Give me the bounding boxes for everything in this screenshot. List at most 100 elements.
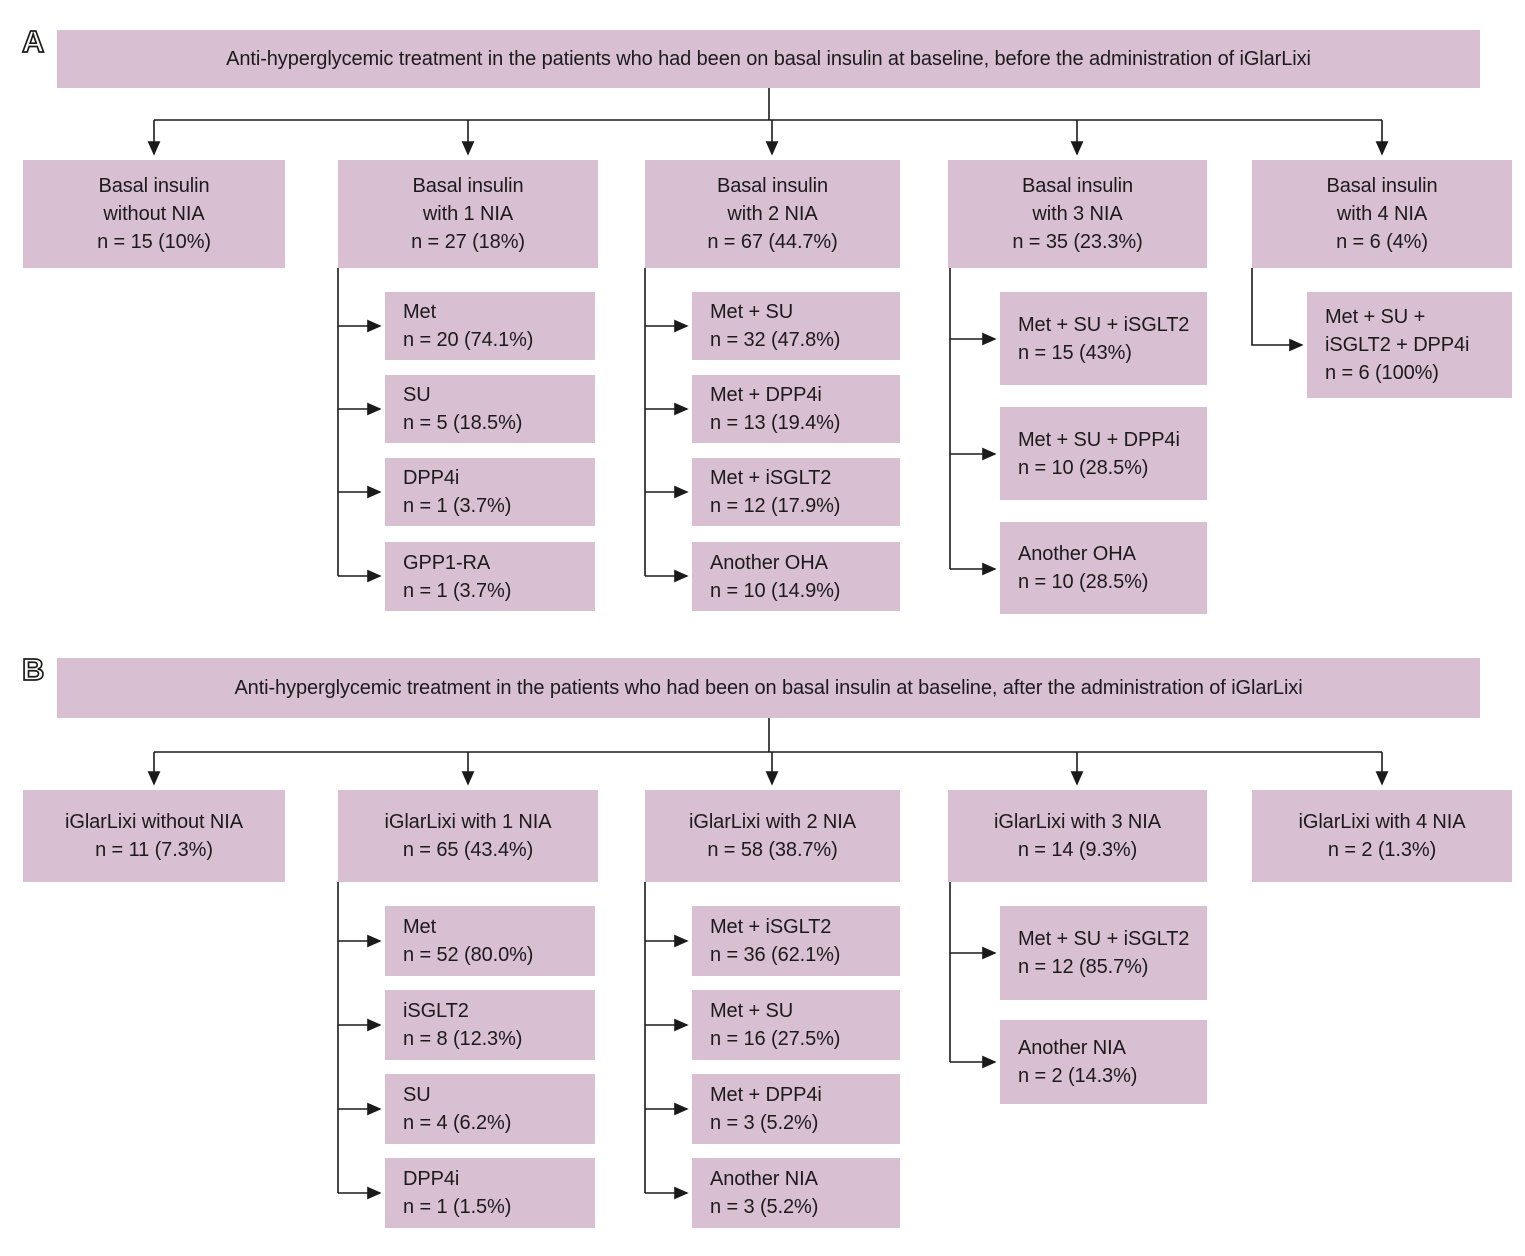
box-line: iGlarLixi with 3 NIA bbox=[994, 811, 1161, 833]
a-child-another-oha-2: Another OHA n = 10 (28.5%) bbox=[1000, 522, 1207, 614]
box-line: iGlarLixi without NIA bbox=[65, 811, 243, 833]
box-line: Met + SU + iSGLT2 bbox=[1018, 928, 1190, 950]
box-line: Basal insulin bbox=[98, 175, 210, 197]
box-line: n = 4 (6.2%) bbox=[403, 1112, 512, 1134]
b-child-met-dpp4i: Met + DPP4i n = 3 (5.2%) bbox=[692, 1074, 900, 1144]
a-child-met-su: Met + SU n = 32 (47.8%) bbox=[692, 292, 900, 360]
panel-a-title: Anti-hyperglycemic treatment in the pati… bbox=[226, 48, 1311, 70]
b-child-met: Met n = 52 (80.0%) bbox=[385, 906, 595, 976]
box-line: SU bbox=[403, 384, 431, 406]
a-child-met-su-isglt2-dpp4i: Met + SU + iSGLT2 + DPP4i n = 6 (100%) bbox=[1307, 292, 1512, 398]
box-line: without NIA bbox=[103, 203, 205, 225]
box-line: n = 3 (5.2%) bbox=[710, 1112, 819, 1134]
a-child-gpp1-ra: GPP1-RA n = 1 (3.7%) bbox=[385, 542, 595, 611]
box-line: Met + DPP4i bbox=[710, 1084, 822, 1106]
box-line: n = 2 (14.3%) bbox=[1018, 1065, 1138, 1087]
box-line: n = 16 (27.5%) bbox=[710, 1028, 841, 1050]
panel-b-title-box: Anti-hyperglycemic treatment in the pati… bbox=[57, 658, 1480, 718]
panel-a-title-box: Anti-hyperglycemic treatment in the pati… bbox=[57, 30, 1480, 88]
box-line: n = 11 (7.3%) bbox=[95, 839, 213, 861]
b-child-met-su: Met + SU n = 16 (27.5%) bbox=[692, 990, 900, 1060]
a-child-met-su-dpp4i: Met + SU + DPP4i n = 10 (28.5%) bbox=[1000, 407, 1207, 500]
b-child-another-nia-2: Another NIA n = 2 (14.3%) bbox=[1000, 1020, 1207, 1104]
box-line: n = 6 (100%) bbox=[1325, 362, 1439, 384]
box-line: Another OHA bbox=[1018, 543, 1136, 565]
b-child-su: SU n = 4 (6.2%) bbox=[385, 1074, 595, 1144]
box-line: SU bbox=[403, 1084, 431, 1106]
a-root-3-nia: Basal insulin with 3 NIA n = 35 (23.3%) bbox=[948, 160, 1207, 268]
box-line: n = 3 (5.2%) bbox=[710, 1196, 819, 1218]
a-child-met-isglt2: Met + iSGLT2 n = 12 (17.9%) bbox=[692, 458, 900, 526]
a-child-another-oha-1: Another OHA n = 10 (14.9%) bbox=[692, 542, 900, 611]
box-line: n = 32 (47.8%) bbox=[710, 329, 841, 351]
box-line: with 3 NIA bbox=[1032, 203, 1123, 225]
a-child-met: Met n = 20 (74.1%) bbox=[385, 292, 595, 360]
box-line: n = 36 (62.1%) bbox=[710, 944, 841, 966]
box-line: n = 35 (23.3%) bbox=[1012, 231, 1143, 253]
a-child-su: SU n = 5 (18.5%) bbox=[385, 375, 595, 443]
box-line: n = 12 (85.7%) bbox=[1018, 956, 1149, 978]
a-root-without-nia: Basal insulin without NIA n = 15 (10%) bbox=[23, 160, 285, 268]
box-line: Met + SU bbox=[710, 301, 794, 323]
box-line: GPP1-RA bbox=[403, 551, 491, 574]
box-line: Met + iSGLT2 bbox=[710, 916, 832, 938]
box-line: iSGLT2 bbox=[403, 1000, 469, 1022]
box-line: Met bbox=[403, 301, 437, 323]
b-root-2-nia: iGlarLixi with 2 NIA n = 58 (38.7%) bbox=[645, 790, 900, 882]
box-line: Another NIA bbox=[710, 1168, 818, 1190]
panel-b-title: Anti-hyperglycemic treatment in the pati… bbox=[234, 677, 1303, 699]
a-root-4-nia: Basal insulin with 4 NIA n = 6 (4%) bbox=[1252, 160, 1512, 268]
box-line: n = 65 (43.4%) bbox=[402, 839, 534, 861]
box-line: DPP4i bbox=[403, 1168, 460, 1190]
box-line: n = 12 (17.9%) bbox=[710, 495, 841, 517]
a-child-met-dpp4i: Met + DPP4i n = 13 (19.4%) bbox=[692, 375, 900, 443]
b-root-without-nia: iGlarLixi without NIA n = 11 (7.3%) bbox=[23, 790, 285, 882]
box-line: n = 13 (19.4%) bbox=[710, 412, 841, 434]
box-line: iGlarLixi with 2 NIA bbox=[689, 811, 856, 833]
box-line: Met + iSGLT2 bbox=[710, 467, 832, 489]
box-line: n = 10 (28.5%) bbox=[1018, 456, 1149, 479]
box-line: n = 15 (10%) bbox=[97, 231, 211, 253]
a-child-dpp4i: DPP4i n = 1 (3.7%) bbox=[385, 458, 595, 526]
panel-b-connectors bbox=[147, 718, 1389, 1200]
a-root-2-nia: Basal insulin with 2 NIA n = 67 (44.7%) bbox=[645, 160, 900, 268]
box-line: Met + DPP4i bbox=[710, 384, 822, 406]
box-line: with 1 NIA bbox=[422, 203, 514, 225]
box-line: Met + SU + bbox=[1325, 306, 1426, 328]
box-line: Met bbox=[403, 916, 437, 938]
b-child-another-nia-1: Another NIA n = 3 (5.2%) bbox=[692, 1158, 900, 1228]
b-child-isglt2: iSGLT2 n = 8 (12.3%) bbox=[385, 990, 595, 1060]
box-line: n = 58 (38.7%) bbox=[707, 839, 838, 861]
box-line: with 4 NIA bbox=[1336, 203, 1428, 225]
box-line: Met + SU + iSGLT2 bbox=[1018, 313, 1190, 336]
box-line: n = 10 (28.5%) bbox=[1018, 571, 1149, 593]
box-line: n = 1 (1.5%) bbox=[403, 1196, 512, 1218]
box-line: n = 6 (4%) bbox=[1336, 231, 1428, 253]
box-line: iGlarLixi with 1 NIA bbox=[384, 811, 552, 833]
box-line: Met + SU bbox=[710, 1000, 794, 1022]
box-line: Another OHA bbox=[710, 551, 828, 574]
b-root-3-nia: iGlarLixi with 3 NIA n = 14 (9.3%) bbox=[948, 790, 1207, 882]
box-line: n = 5 (18.5%) bbox=[403, 412, 523, 434]
panel-a-connectors bbox=[147, 88, 1389, 583]
box-line: Basal insulin bbox=[1022, 175, 1133, 197]
box-line: n = 2 (1.3%) bbox=[1327, 839, 1437, 861]
box-line: iSGLT2 + DPP4i bbox=[1325, 334, 1470, 356]
box-line: n = 27 (18%) bbox=[411, 231, 525, 253]
b-child-met-su-isglt2: Met + SU + iSGLT2 n = 12 (85.7%) bbox=[1000, 906, 1207, 1000]
box-line: n = 1 (3.7%) bbox=[403, 495, 512, 517]
box-line: Basal insulin bbox=[1326, 175, 1438, 197]
box-line: n = 8 (12.3%) bbox=[403, 1028, 523, 1050]
box-line: iGlarLixi with 4 NIA bbox=[1298, 811, 1466, 833]
box-line: n = 67 (44.7%) bbox=[707, 231, 838, 253]
a-root-1-nia: Basal insulin with 1 NIA n = 27 (18%) bbox=[338, 160, 598, 268]
panel-a-label: A bbox=[21, 23, 45, 60]
b-root-4-nia: iGlarLixi with 4 NIA n = 2 (1.3%) bbox=[1252, 790, 1512, 882]
b-root-1-nia: iGlarLixi with 1 NIA n = 65 (43.4%) bbox=[338, 790, 598, 882]
box-line: Basal insulin bbox=[412, 175, 524, 197]
box-line: Basal insulin bbox=[717, 175, 828, 197]
box-line: Met + SU + DPP4i bbox=[1018, 428, 1180, 451]
box-line: n = 10 (14.9%) bbox=[710, 579, 841, 602]
